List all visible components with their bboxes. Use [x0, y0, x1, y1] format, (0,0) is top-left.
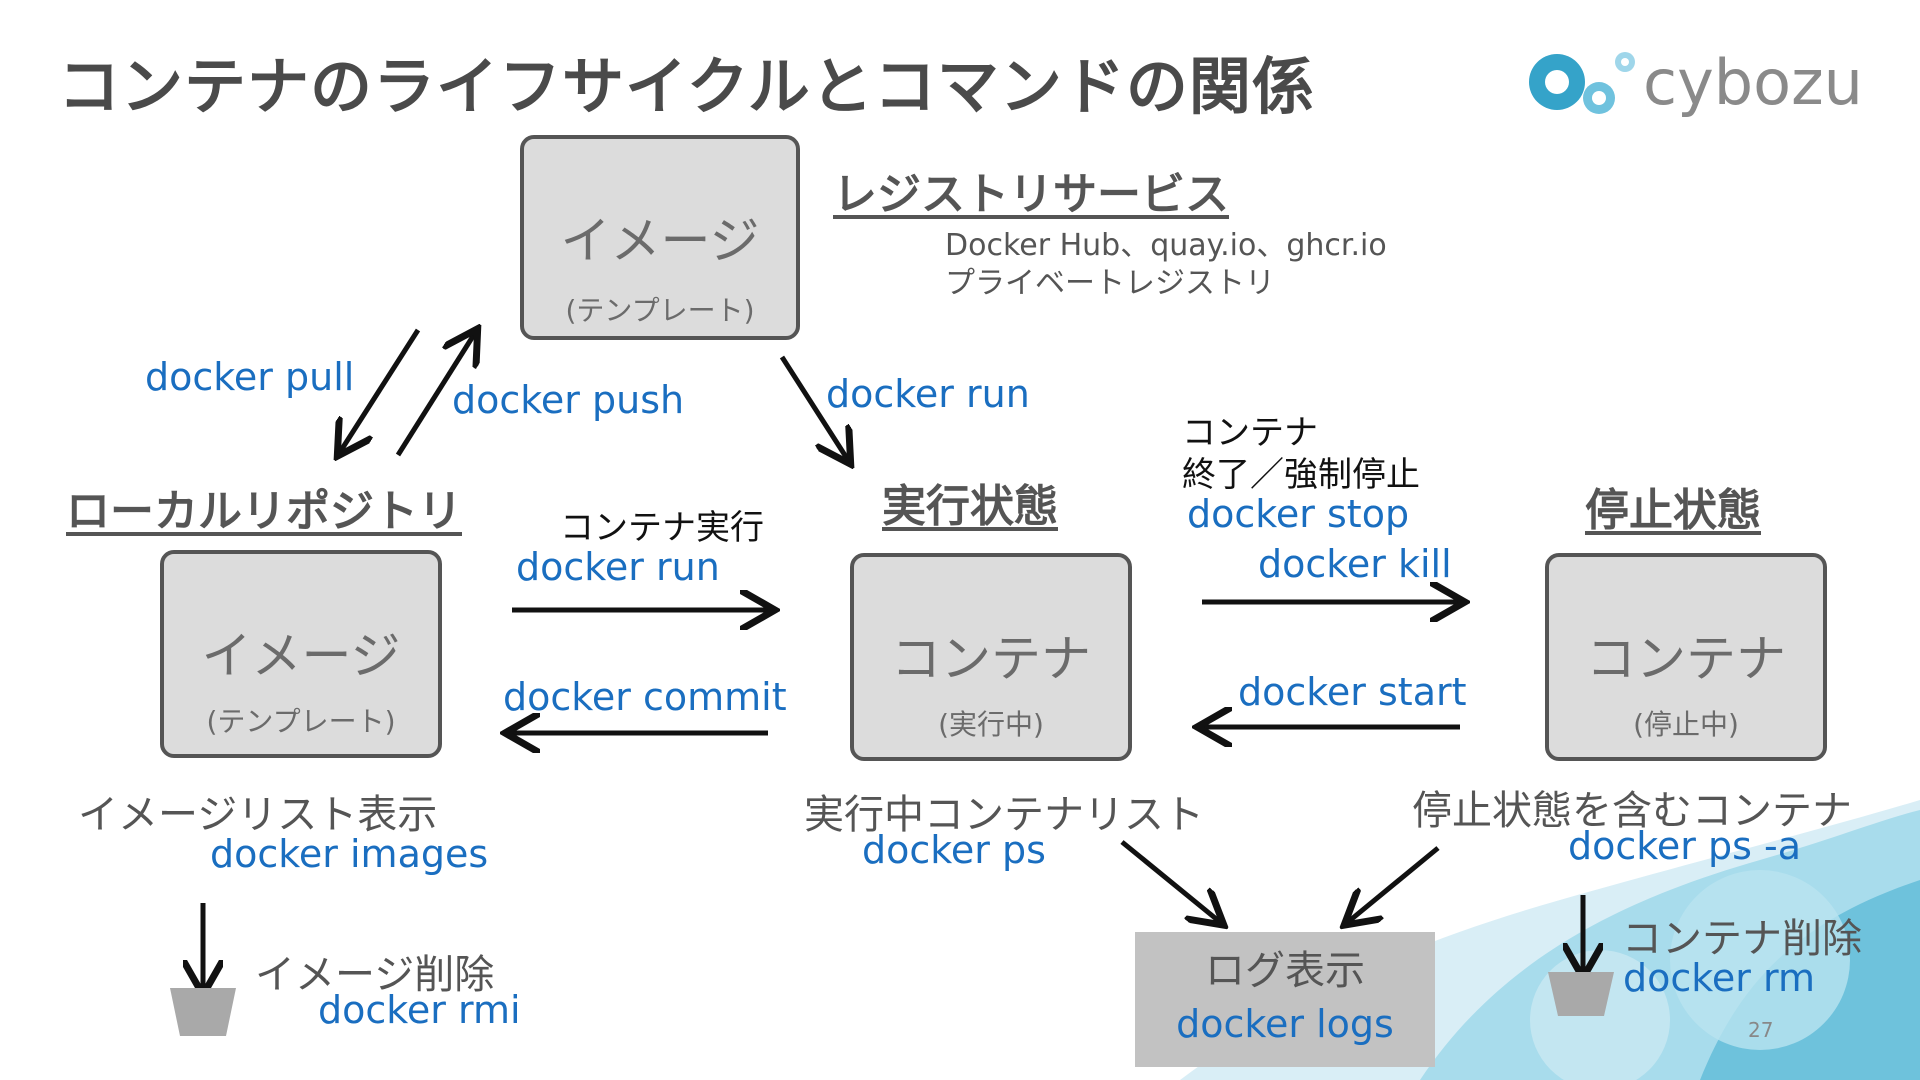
image-trash-icon: [170, 988, 236, 1036]
logs-box: ログ表示 docker logs: [1135, 932, 1435, 1067]
stopped-container-title: コンテナ: [1586, 630, 1786, 688]
logo-mark-icon: [1529, 52, 1635, 114]
registry-services-line2: プライベートレジストリ: [945, 266, 1275, 301]
pull-arrow: [340, 328, 421, 452]
stopped-container-subtitle: (停止中): [1633, 708, 1739, 741]
wave-circle: [1670, 870, 1850, 1050]
stopped-container-box: コンテナ (停止中): [1545, 553, 1827, 761]
container-delete-label: コンテナ削除: [1622, 916, 1862, 962]
registry-image-box: イメージ (テンプレート): [520, 135, 800, 340]
container-run-label: コンテナ実行: [560, 508, 764, 548]
local-image-box: イメージ (テンプレート): [160, 550, 442, 758]
docker-run-command: docker run: [516, 545, 720, 589]
image-delete-label: イメージ削除: [255, 952, 495, 998]
local-repository-heading: ローカルリポジトリ: [66, 486, 462, 537]
local-image-subtitle: (テンプレート): [206, 705, 396, 738]
local-image-title: イメージ: [201, 627, 401, 685]
docker-push-command: docker push: [452, 378, 685, 422]
stopped-list-label: 停止状態を含むコンテナ: [1412, 788, 1852, 834]
cybozu-logo: cybozu: [1525, 40, 1863, 130]
docker-logs-command: docker logs: [1176, 1002, 1394, 1046]
docker-start-command: docker start: [1238, 670, 1467, 714]
push-arrow: [395, 333, 475, 457]
page-number: 27: [1748, 1018, 1774, 1042]
stopped-logs-arrow: [1348, 846, 1440, 922]
docker-pull-command: docker pull: [145, 355, 355, 399]
registry-image-subtitle: (テンプレート): [565, 294, 755, 327]
running-container-box: コンテナ (実行中): [850, 553, 1132, 761]
page-title: コンテナのライフサイクルとコマンドの関係: [58, 50, 1315, 123]
container-trash-icon: [1548, 972, 1614, 1016]
docker-run-registry-command: docker run: [826, 372, 1030, 416]
docker-ps-command: docker ps: [862, 828, 1046, 872]
registry-services-line1: Docker Hub、quay.io、ghcr.io: [945, 228, 1387, 263]
docker-commit-command: docker commit: [503, 675, 787, 719]
registry-heading: レジストリサービス: [833, 169, 1229, 220]
image-list-label: イメージリスト表示: [78, 792, 438, 838]
running-container-subtitle: (実行中): [938, 708, 1044, 741]
docker-kill-command: docker kill: [1258, 542, 1452, 586]
stop-label-line2: 終了／強制停止: [1182, 455, 1420, 495]
docker-stop-command: docker stop: [1187, 492, 1410, 536]
running-container-title: コンテナ: [891, 630, 1091, 688]
docker-images-command: docker images: [210, 832, 489, 876]
run-from-registry-arrow: [779, 355, 848, 460]
docker-rmi-command: docker rmi: [318, 988, 521, 1032]
running-list-label: 実行中コンテナリスト: [804, 792, 1204, 838]
stopped-state-heading: 停止状態: [1585, 485, 1761, 536]
docker-rm-command: docker rm: [1623, 956, 1815, 1000]
docker-ps-a-command: docker ps -a: [1568, 824, 1801, 868]
logs-label: ログ表示: [1205, 948, 1365, 994]
running-logs-arrow: [1120, 840, 1220, 922]
stop-label-line1: コンテナ: [1182, 413, 1318, 453]
logo-text: cybozu: [1643, 46, 1863, 119]
registry-image-title: イメージ: [560, 212, 760, 270]
running-state-heading: 実行状態: [882, 481, 1058, 532]
